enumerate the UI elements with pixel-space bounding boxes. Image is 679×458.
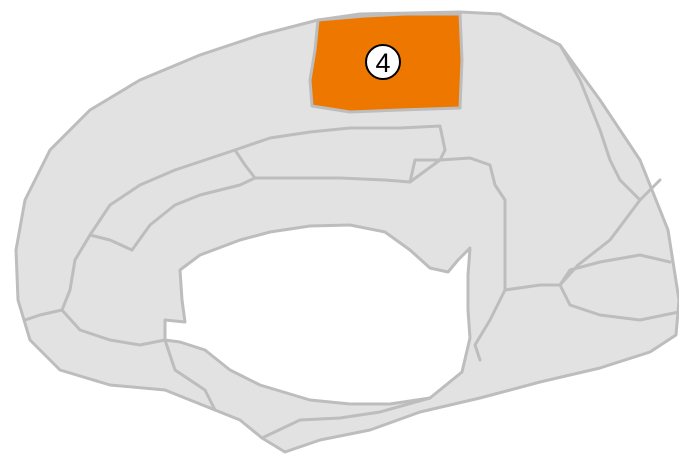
region-marker-4: 4: [365, 44, 401, 80]
frontal-pole-boundary: [23, 233, 92, 322]
paracentral-lower: [233, 148, 257, 180]
cingulate-boundary-upper: [88, 124, 447, 237]
parahippocampal-boundary: [260, 396, 432, 440]
subcallosal-boundary: [163, 338, 217, 412]
lingual-boundary: [473, 288, 507, 362]
orbitofrontal-boundary: [60, 308, 167, 347]
cuneus-boundary: [558, 253, 672, 287]
cingulate-divider: [408, 158, 442, 184]
frontal-sulcus-boundary: [88, 233, 134, 252]
parietooccipital-boundary: [558, 43, 642, 202]
central-cavity: [163, 223, 472, 406]
region-marker-circle: [365, 44, 401, 80]
region-marker-label: 4: [375, 48, 390, 78]
cingulate-boundary-inner: [130, 156, 507, 292]
calcarine-boundary: [558, 283, 679, 322]
